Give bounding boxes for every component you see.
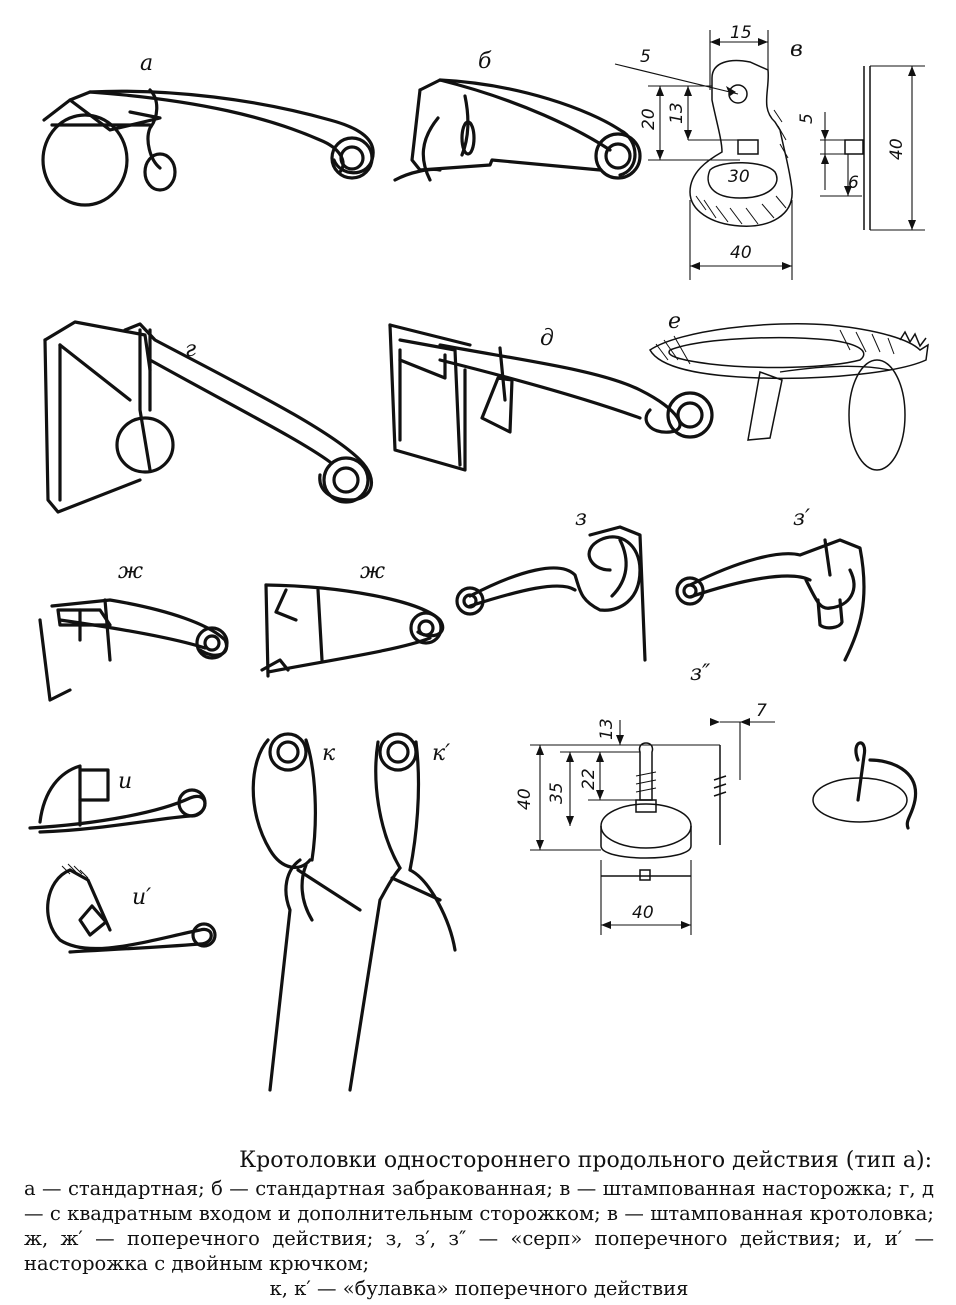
label-a: а: [140, 51, 153, 76]
label-z1: з′: [793, 506, 810, 531]
label-k1: к′: [432, 741, 450, 766]
caption-body: а — стандартная; б — стандартная забрако…: [24, 1177, 934, 1275]
label-zh2: ж: [360, 559, 385, 584]
label-i1: и′: [132, 885, 151, 910]
trap-z2-perspective-drawing: [812, 741, 918, 830]
dim-v-5b: 5: [797, 113, 817, 124]
trap-zh1-drawing: [38, 598, 229, 702]
dim-z2-7: 7: [756, 701, 767, 721]
trap-e-drawing: [649, 323, 929, 471]
trap-b-drawing: [393, 78, 642, 182]
trap-i-drawing: [28, 764, 207, 834]
trap-illustration-figure: а б: [28, 23, 929, 1092]
dim-v-5a: 5: [640, 47, 651, 67]
dim-v-13: 13: [667, 102, 687, 124]
trap-d-drawing: [388, 323, 714, 472]
trap-g-drawing: [43, 320, 373, 514]
dim-v-15: 15: [730, 23, 752, 43]
caption-title: Кротоловки одностороннего продольного де…: [239, 1148, 932, 1173]
label-b: б: [478, 49, 492, 74]
label-v: в: [790, 37, 803, 62]
dim-v-20: 20: [639, 108, 659, 130]
dim-v-40-horizontal: 40: [730, 243, 752, 263]
trap-z2-drawing: [530, 718, 775, 935]
trap-k1-drawing: [348, 732, 457, 1092]
label-z: з: [575, 506, 587, 531]
dim-z2-40-vertical: 40: [515, 788, 535, 810]
dim-z2-22: 22: [579, 768, 599, 790]
label-z2: з″: [690, 661, 711, 686]
trap-z-drawing: [455, 525, 647, 662]
dim-z2-35: 35: [547, 782, 567, 804]
dim-z2-13: 13: [597, 718, 617, 740]
dim-v-6: 6: [848, 173, 859, 193]
dim-v-40-vertical: 40: [887, 138, 907, 160]
dim-z2-40-horizontal: 40: [632, 903, 654, 923]
dim-v-30: 30: [728, 167, 750, 187]
label-zh1: ж: [118, 559, 143, 584]
figure-caption: Кротоловки одностороннего продольного де…: [24, 1146, 934, 1301]
caption-last-line: к, к′ — «булавка» поперечного действия: [269, 1277, 689, 1300]
label-k: к: [322, 741, 336, 766]
label-i: и: [118, 769, 132, 794]
label-e: е: [668, 309, 681, 334]
trap-i1-drawing: [46, 863, 217, 954]
trap-zh2-drawing: [260, 583, 445, 678]
label-g: г: [185, 337, 196, 362]
trigger-v-drawing: [614, 30, 925, 280]
trap-a-drawing: [41, 88, 375, 207]
trap-z1-drawing: [675, 538, 866, 662]
trap-k-drawing: [251, 732, 362, 1092]
label-d: д: [540, 326, 554, 351]
